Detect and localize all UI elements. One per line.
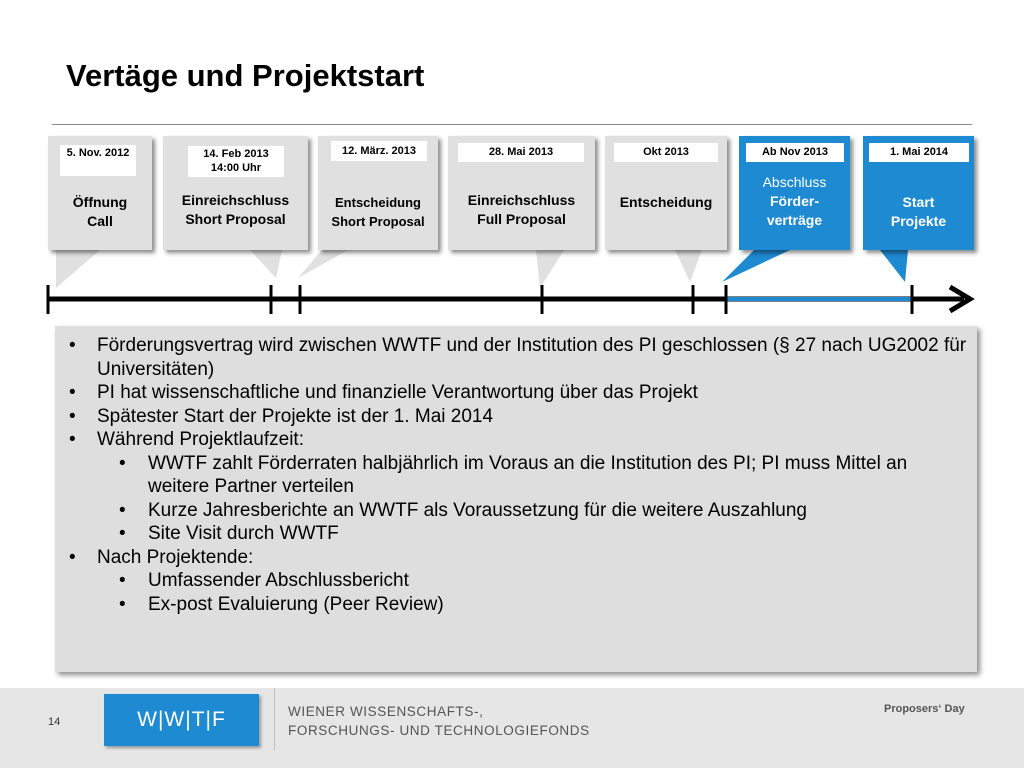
milestone-date: 14. Feb 2013 14:00 Uhr [188,146,284,177]
milestone-label: Einreichschluss Full Proposal [467,192,576,227]
wwtf-logo: W|W|T|F [104,694,259,746]
content-panel: • Förderungsvertrag wird zwischen WWTF un… [55,326,977,672]
list-item-text: Förderungsvertrag wird zwischen WWTF und… [97,335,967,380]
milestone-label: Öffnung Call [72,194,128,229]
milestone-callout-2: 14. Feb 2013 14:00 Uhr Einreichschluss S… [163,136,308,250]
list-item: • Umfassender Abschlussbericht [55,569,967,593]
bullet-symbol: • [119,499,126,521]
list-item-text: Umfassender Abschlussbericht [148,570,409,591]
bullet-symbol: • [69,405,76,427]
footer-divider [274,688,275,750]
milestone-label: Start Projekte [890,194,947,229]
event-name: Proposers‘ Day [884,703,965,715]
list-item-text: Ex-post Evaluierung (Peer Review) [148,593,444,615]
list-item: • Spätester Start der Projekte ist der 1.… [55,405,967,429]
callout-tail-4 [536,250,564,288]
list-item: • Förderungsvertrag wird zwischen WWTF un… [55,334,967,381]
logo-text: W|W|T|F [137,708,226,731]
milestone-label: Abschluss Förder-verträge [739,173,850,230]
page-title: Vertäge und Projektstart [66,58,425,93]
milestone-callout-6: Ab Nov 2013 Abschluss Förder-verträge [739,136,850,250]
milestone-callout-7: 1. Mai 2014 Start Projekte [863,136,974,250]
list-item-text: PI hat wissenschaftliche und finanzielle… [97,382,698,403]
title-divider [52,124,972,125]
milestone-callout-4: 28. Mai 2013 Einreichschluss Full Propos… [448,136,595,250]
list-item-text: WWTF zahlt Förderraten halbjährlich im V… [148,452,908,498]
milestone-date: Ab Nov 2013 [746,143,844,162]
list-item: • Während Projektlaufzeit: [55,428,967,452]
footer: 14 W|W|T|F WIENER WISSENSCHAFTS-, FORSCH… [0,688,1024,768]
list-item-text: Site Visit durch WWTF [148,523,339,544]
list-item: • Ex-post Evaluierung (Peer Review) [55,593,967,617]
callout-tail-5 [675,250,702,282]
page-number: 14 [48,716,61,728]
bullet-symbol: • [69,382,76,403]
bullet-symbol: • [69,546,76,568]
list-item: • WWTF zahlt Förderraten halbjährlich im … [55,452,967,499]
callout-tail-6 [722,250,790,282]
milestone-callout-3: 12. März. 2013 Entscheidung Short Propos… [318,136,438,250]
callout-tail-2 [250,250,282,278]
list-item-text: Kurze Jahresberichte an WWTF als Vorauss… [148,499,807,521]
milestone-date: Okt 2013 [614,143,718,162]
milestone-label: Entscheidung Short Proposal [331,195,425,229]
milestone-callout-1: 5. Nov. 2012 Öffnung Call [48,136,152,250]
milestone-callout-5: Okt 2013 Entscheidung [605,136,727,250]
list-item: • Site Visit durch WWTF [55,522,967,546]
timeline-graphic [46,250,975,314]
milestone-label: Einreichschluss Short Proposal [181,192,290,227]
organization-name: WIENER WISSENSCHAFTS-, FORSCHUNGS- UND T… [288,702,590,740]
milestone-label-light: Abschluss [762,174,827,190]
list-item: • Nach Projektende: [55,546,967,570]
milestone-date: 1. Mai 2014 [869,143,969,162]
bullet-symbol: • [69,429,76,450]
milestone-label: Entscheidung [619,194,713,210]
milestone-label-bold: Förder-verträge [766,193,823,228]
callout-tail-3 [298,250,348,278]
list-item: • Kurze Jahresberichte an WWTF als Voraus… [55,499,967,523]
bullet-symbol: • [119,452,126,474]
organization-line-2: FORSCHUNGS- UND TECHNOLOGIEFONDS [288,723,590,738]
milestone-date: 12. März. 2013 [331,141,427,161]
milestone-date: 28. Mai 2013 [458,143,584,162]
list-item-text: Während Projektlaufzeit: [97,429,304,450]
milestone-date: 5. Nov. 2012 [60,145,136,176]
list-item-text: Nach Projektende: [97,546,254,568]
callout-tail-7 [880,250,908,282]
bullet-list: • Förderungsvertrag wird zwischen WWTF un… [55,334,967,616]
list-item-text: Spätester Start der Projekte ist der 1. … [97,405,494,427]
bullet-symbol: • [119,523,126,544]
list-item: • PI hat wissenschaftliche und finanziell… [55,381,967,405]
timeline-arrowhead [948,284,975,314]
bullet-symbol: • [119,593,126,615]
bullet-symbol: • [119,570,126,591]
page-number-box: 14 [0,688,90,754]
bullet-symbol: • [69,335,76,356]
callout-tail-1 [56,250,100,288]
organization-line-1: WIENER WISSENSCHAFTS-, [288,704,484,719]
